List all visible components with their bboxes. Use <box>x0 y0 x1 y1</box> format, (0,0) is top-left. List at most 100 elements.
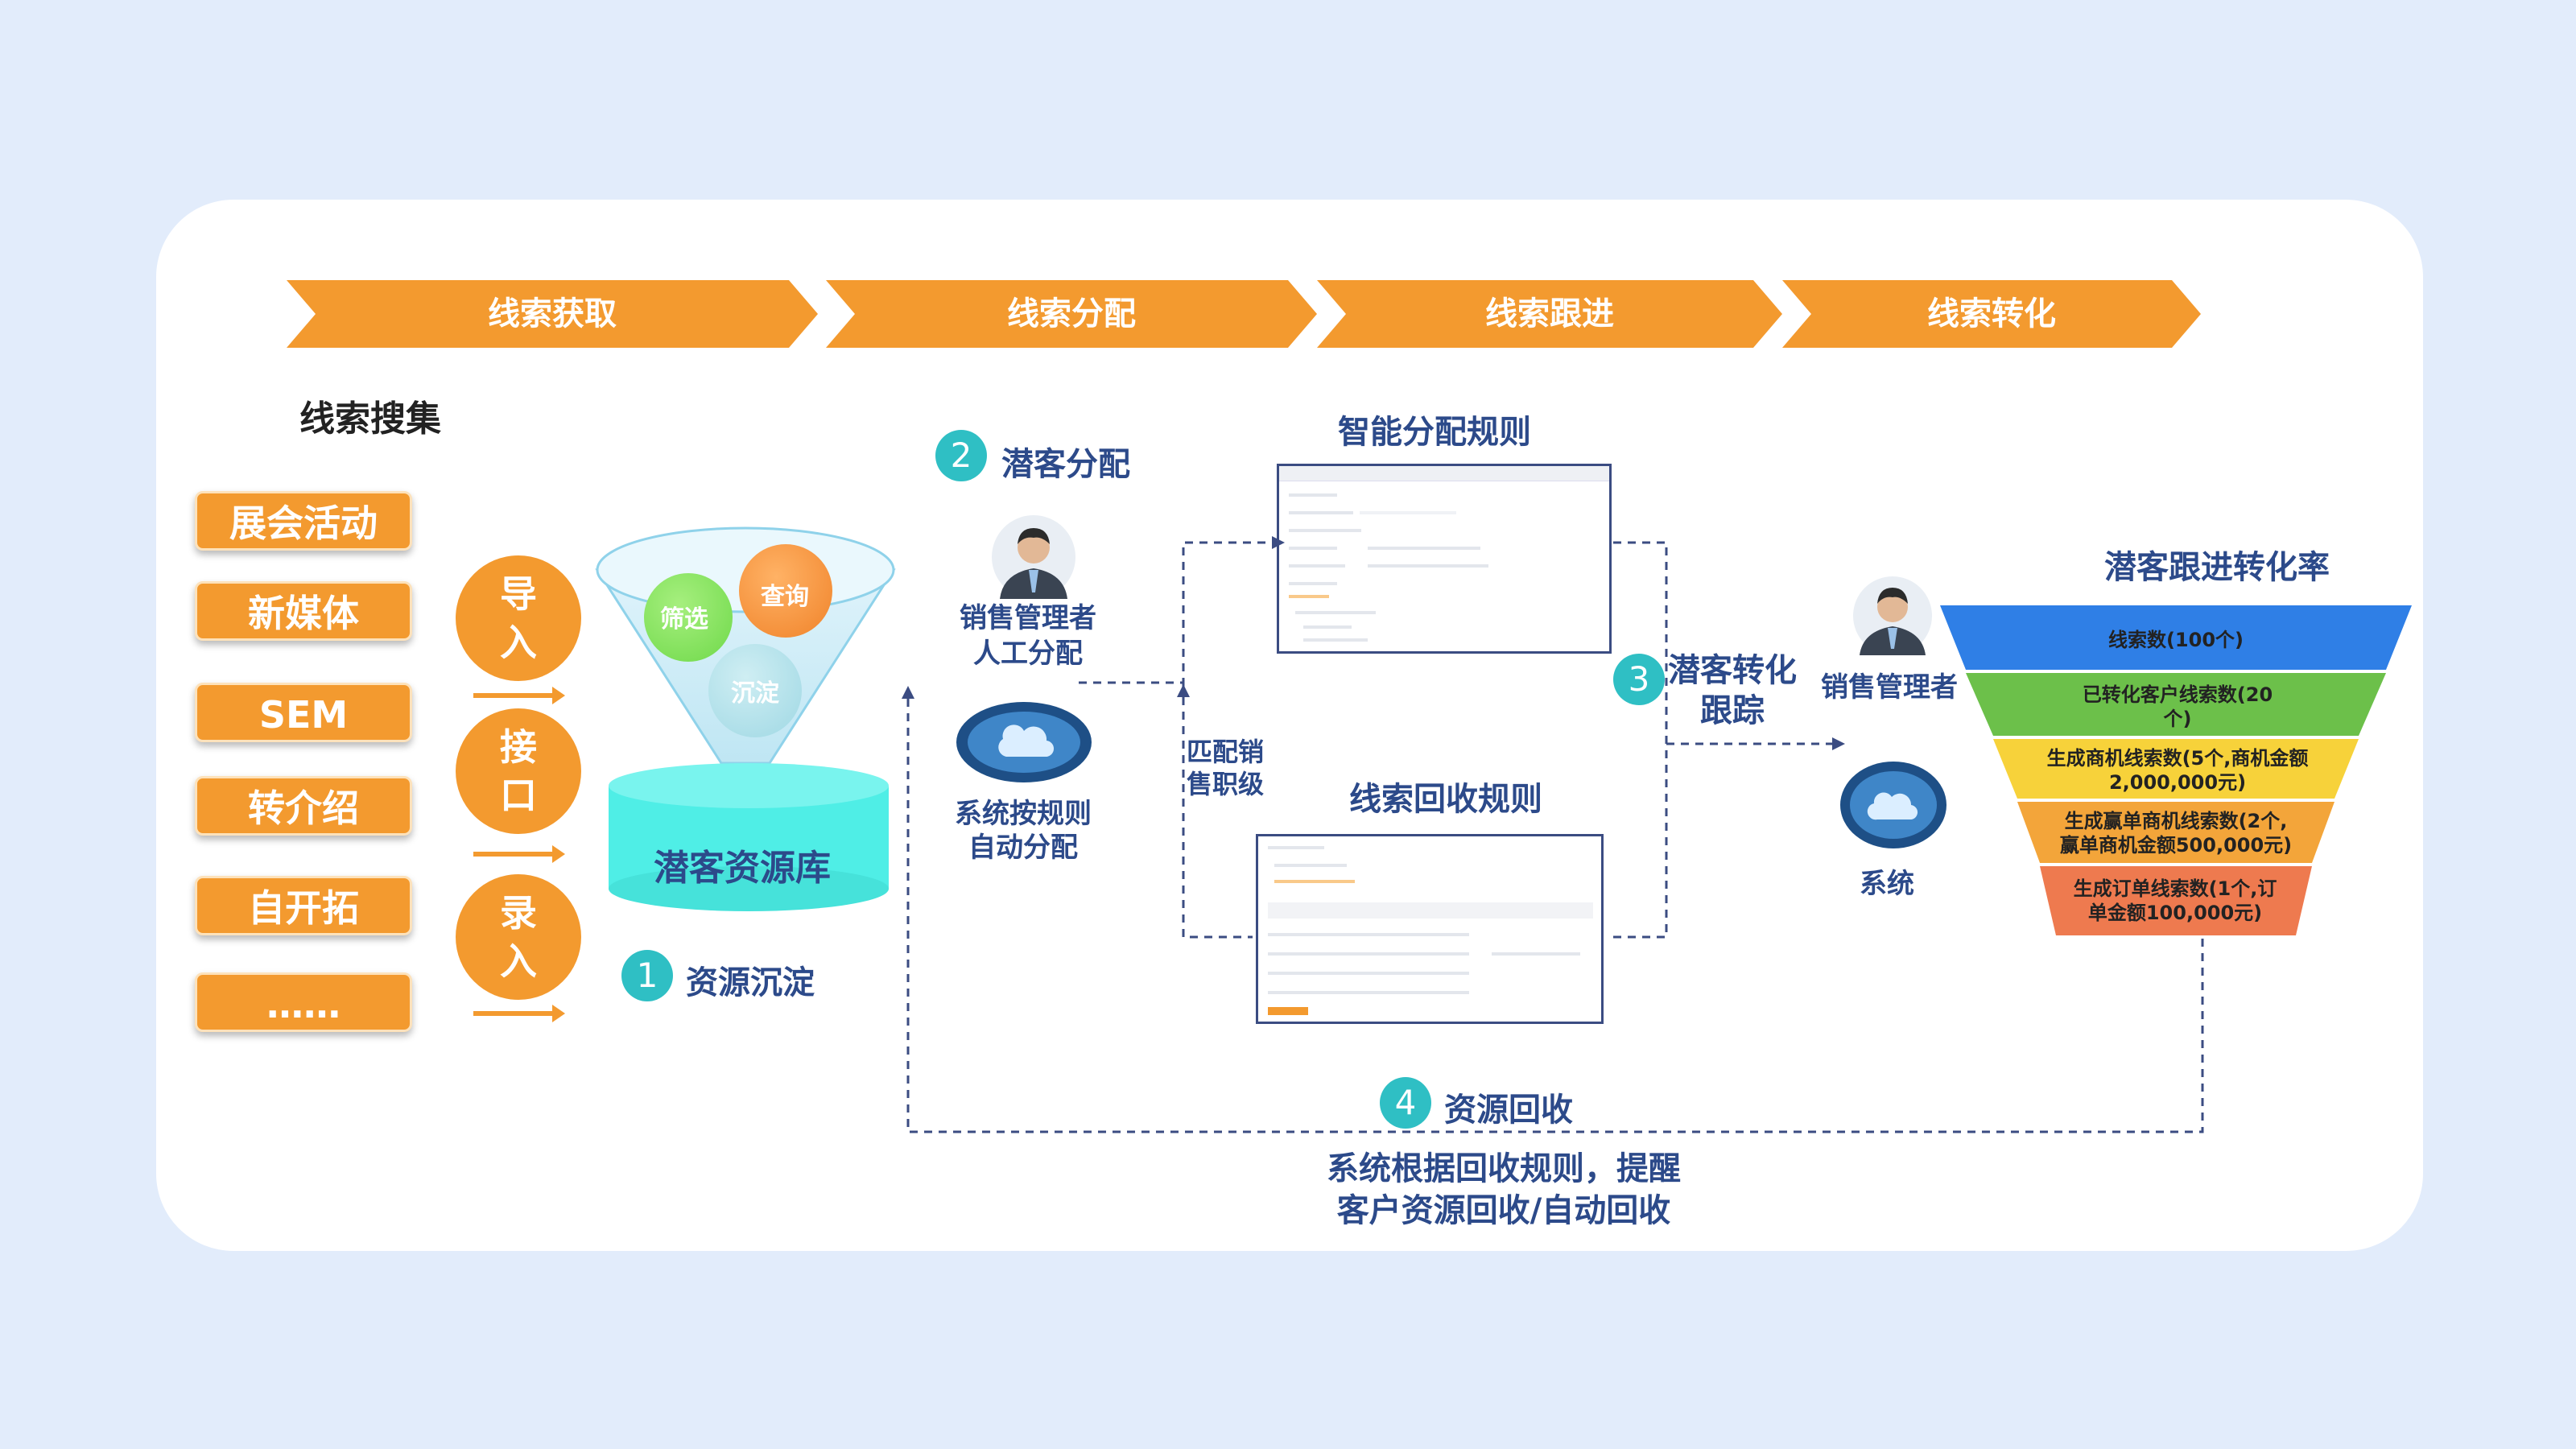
bubble-settle-label: 沉淀 <box>731 679 779 708</box>
manager-manual-line: 人工分配 <box>973 638 1083 670</box>
recycle-note: 系统根据回收规则，提醒 客户资源回收/自动回收 <box>1327 1148 1681 1232</box>
placeholder-line <box>1268 991 1469 994</box>
funnel-layer-label: 生成商机线索数(5个,商机金额 2,000,000元) <box>2021 741 2334 800</box>
channel-api: 接 口 <box>456 708 581 834</box>
manager-avatar <box>1853 576 1932 655</box>
placeholder-line <box>1289 595 1329 598</box>
smart-rule-screenshot <box>1277 464 1612 654</box>
manager-manual-line: 销售管理者 <box>960 602 1096 634</box>
placeholder-line <box>1289 582 1337 585</box>
step1-label: 资源沉淀 <box>686 964 815 1001</box>
stage-label: 线索转化 <box>1927 295 2056 332</box>
cloud-system-icon <box>956 702 1092 782</box>
channel-char: 导 <box>500 572 537 616</box>
step2-label: 潜客分配 <box>1001 446 1130 483</box>
placeholder-line <box>1289 547 1337 550</box>
stage-label: 线索分配 <box>1007 295 1136 332</box>
bubble-query <box>739 544 832 638</box>
placeholder-line <box>1274 864 1347 867</box>
placeholder-line <box>1295 611 1376 614</box>
funnel-line: 生成赢单商机线索数(2个, <box>2064 810 2288 832</box>
cloud-system-icon <box>1840 762 1946 848</box>
system-auto-line: 系统按规则 <box>955 798 1092 830</box>
recycle-note-line: 系统根据回收规则，提醒 <box>1327 1150 1681 1187</box>
placeholder-line <box>1268 846 1324 849</box>
funnel-line: 生成订单线索数(1个,订 <box>2073 877 2277 900</box>
funnel-layer-label: 线索数(100个) <box>1972 612 2380 668</box>
funnel-line: 2,000,000元) <box>2108 771 2247 794</box>
source-box: 展会活动 <box>195 491 412 551</box>
funnel-line: 赢单商机金额500,000元) <box>2059 834 2293 857</box>
funnel-layer-shape <box>1993 739 2359 799</box>
source-box: SEM <box>195 683 412 742</box>
arrow-right <box>473 845 565 863</box>
funnel-line: 个) <box>2163 708 2192 730</box>
placeholder-line <box>1268 952 1469 956</box>
funnel-line: 已转化客户线索数(20 <box>2082 683 2273 706</box>
funnel-line: 生成商机线索数(5个,商机金额 <box>2046 747 2309 770</box>
placeholder-line <box>1368 547 1480 550</box>
placeholder-line <box>1360 511 1456 514</box>
step-number: 3 <box>1613 654 1665 705</box>
placeholder-line <box>1274 880 1355 883</box>
pool-label: 潜客资源库 <box>654 848 831 889</box>
channel-entry: 录 入 <box>456 874 581 1000</box>
step-number: 1 <box>621 950 673 1001</box>
match-line: 匹配销 <box>1187 737 1265 767</box>
system-auto-label: 系统按规则 自动分配 <box>955 797 1092 865</box>
placeholder-line <box>1289 564 1345 568</box>
recycle-rule-title: 线索回收规则 <box>1349 781 1542 818</box>
channel-char: 口 <box>500 774 537 817</box>
funnel-layer-label: 生成赢单商机线索数(2个, 赢单商机金额500,000元) <box>2037 803 2315 863</box>
recycle-rule-screenshot <box>1256 834 1604 1024</box>
placeholder-button <box>1268 1007 1308 1015</box>
funnel-layer-label: 已转化客户线索数(20 个) <box>1996 675 2359 739</box>
placeholder-line <box>1289 529 1361 532</box>
right-manager-label: 销售管理者 <box>1821 671 1958 704</box>
funnel-layer-shape <box>2017 802 2334 863</box>
step3-line: 潜客转化 <box>1668 652 1797 689</box>
source-box: …… <box>195 972 412 1032</box>
step3-label: 潜客转化 跟踪 <box>1668 650 1797 731</box>
placeholder-line <box>1268 933 1469 936</box>
funnel-layer-shape <box>1966 673 2386 736</box>
funnel-layer-shape <box>1940 605 2412 670</box>
funnel-line: 线索数(100个) <box>2107 629 2244 651</box>
channel-char: 接 <box>500 725 537 769</box>
channel-char: 录 <box>500 891 537 935</box>
step4-label: 资源回收 <box>1444 1092 1573 1129</box>
stage-arrow: 线索跟进 <box>1317 280 1782 348</box>
placeholder-line <box>1289 511 1353 514</box>
step3-line: 跟踪 <box>1700 692 1765 729</box>
pool-cylinder <box>609 763 889 911</box>
match-line: 售职级 <box>1187 769 1265 799</box>
stage-label: 线索获取 <box>488 295 617 332</box>
placeholder-line <box>1289 493 1337 497</box>
bubble-screen <box>644 573 733 662</box>
stage-label: 线索跟进 <box>1485 295 1614 332</box>
stage-arrow: 线索分配 <box>826 280 1317 348</box>
placeholder-line <box>1303 638 1368 642</box>
smart-rule-title: 智能分配规则 <box>1338 414 1531 451</box>
stage-arrow: 线索转化 <box>1782 280 2201 348</box>
source-box: 转介绍 <box>195 776 412 836</box>
source-box: 新媒体 <box>195 581 412 641</box>
match-label: 匹配销 售职级 <box>1187 736 1264 800</box>
manager-avatar <box>992 515 1075 599</box>
arrow-right <box>473 687 565 704</box>
funnel-layer-shape <box>2040 866 2312 935</box>
source-box: 自开拓 <box>195 876 412 935</box>
placeholder-line <box>1303 625 1352 629</box>
channel-import: 导 入 <box>456 555 581 681</box>
system-auto-line: 自动分配 <box>968 832 1078 864</box>
placeholder-line <box>1268 972 1469 975</box>
manager-manual-label: 销售管理者 人工分配 <box>960 601 1096 671</box>
channel-char: 入 <box>500 939 537 983</box>
step-number: 2 <box>935 430 987 481</box>
stage-arrow: 线索获取 <box>287 280 818 348</box>
collect-title: 线索搜集 <box>299 398 441 440</box>
conversion-funnel <box>1940 605 2412 935</box>
bubble-screen-label: 筛选 <box>660 605 708 634</box>
table-header <box>1268 902 1593 919</box>
